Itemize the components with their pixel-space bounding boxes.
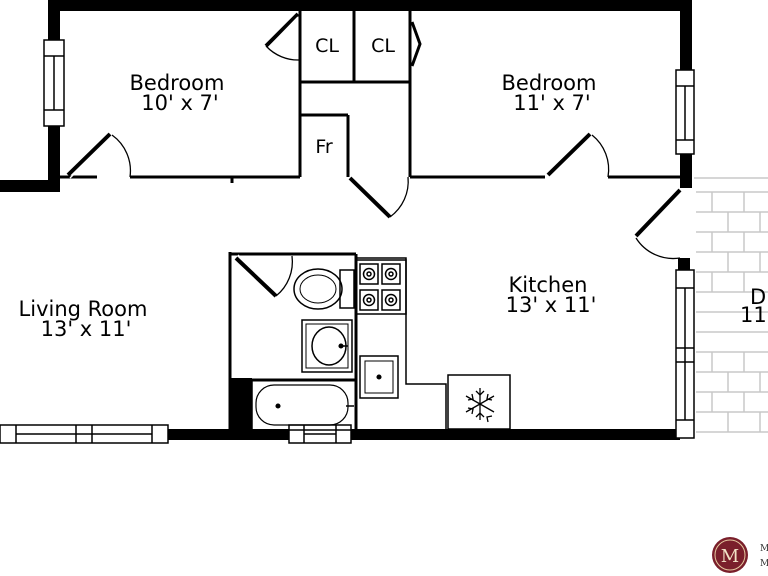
door-right-bedroom [546,132,610,179]
living-room-name: Living Room [19,297,148,321]
closet-left-label: CL [315,35,339,57]
logo-text-line2: M [760,559,768,569]
kitchen-name: Kitchen [509,273,588,297]
window-right-bedroom [675,69,695,155]
door-left-bedroom [66,132,132,179]
kitchen-sink [359,355,399,399]
window-living-room [0,424,169,444]
bedroom-right-name: Bedroom [502,71,597,95]
deck-brick-pattern [696,191,768,433]
logo-badge [712,537,748,573]
door-closet-left [264,12,301,61]
bedroom-left-dims: 10' x 7' [141,91,218,115]
closet-right-label: CL [371,35,395,57]
door-hall [348,173,409,219]
window-left-bedroom [43,39,65,127]
living-room-dims: 13' x 11' [41,317,132,341]
deck-dims: 11 [740,303,767,327]
deck-name: D [750,285,766,309]
doors [66,12,683,298]
door-bathroom [234,254,294,298]
kitchen-counter [356,257,447,430]
bathroom-fixtures [251,268,357,431]
bedroom-right-dims: 11' x 7' [513,91,590,115]
kitchen-fixtures [355,257,511,430]
logo-text-line1: M [760,544,768,554]
toilet [293,268,355,310]
fridge-label: Fr [315,136,333,158]
exterior-walls [0,0,692,440]
stove [355,259,407,315]
window-bathroom [288,424,352,444]
door-closet-right [410,21,425,67]
bathtub [251,379,357,431]
room-labels: Bedroom 10' x 7' Bedroom 11' x 7' Kitche… [19,35,767,341]
company-logo: M M M [712,537,768,573]
kitchen-dims: 13' x 11' [506,293,597,317]
door-deck [634,188,683,260]
dishwasher [447,374,511,430]
deck-area [694,177,768,433]
snowflake-icon [465,388,495,423]
windows [0,39,695,444]
bathroom-sink [301,319,353,373]
bedroom-left-name: Bedroom [130,71,225,95]
logo-initial: M [721,546,739,567]
window-kitchen [675,269,695,439]
